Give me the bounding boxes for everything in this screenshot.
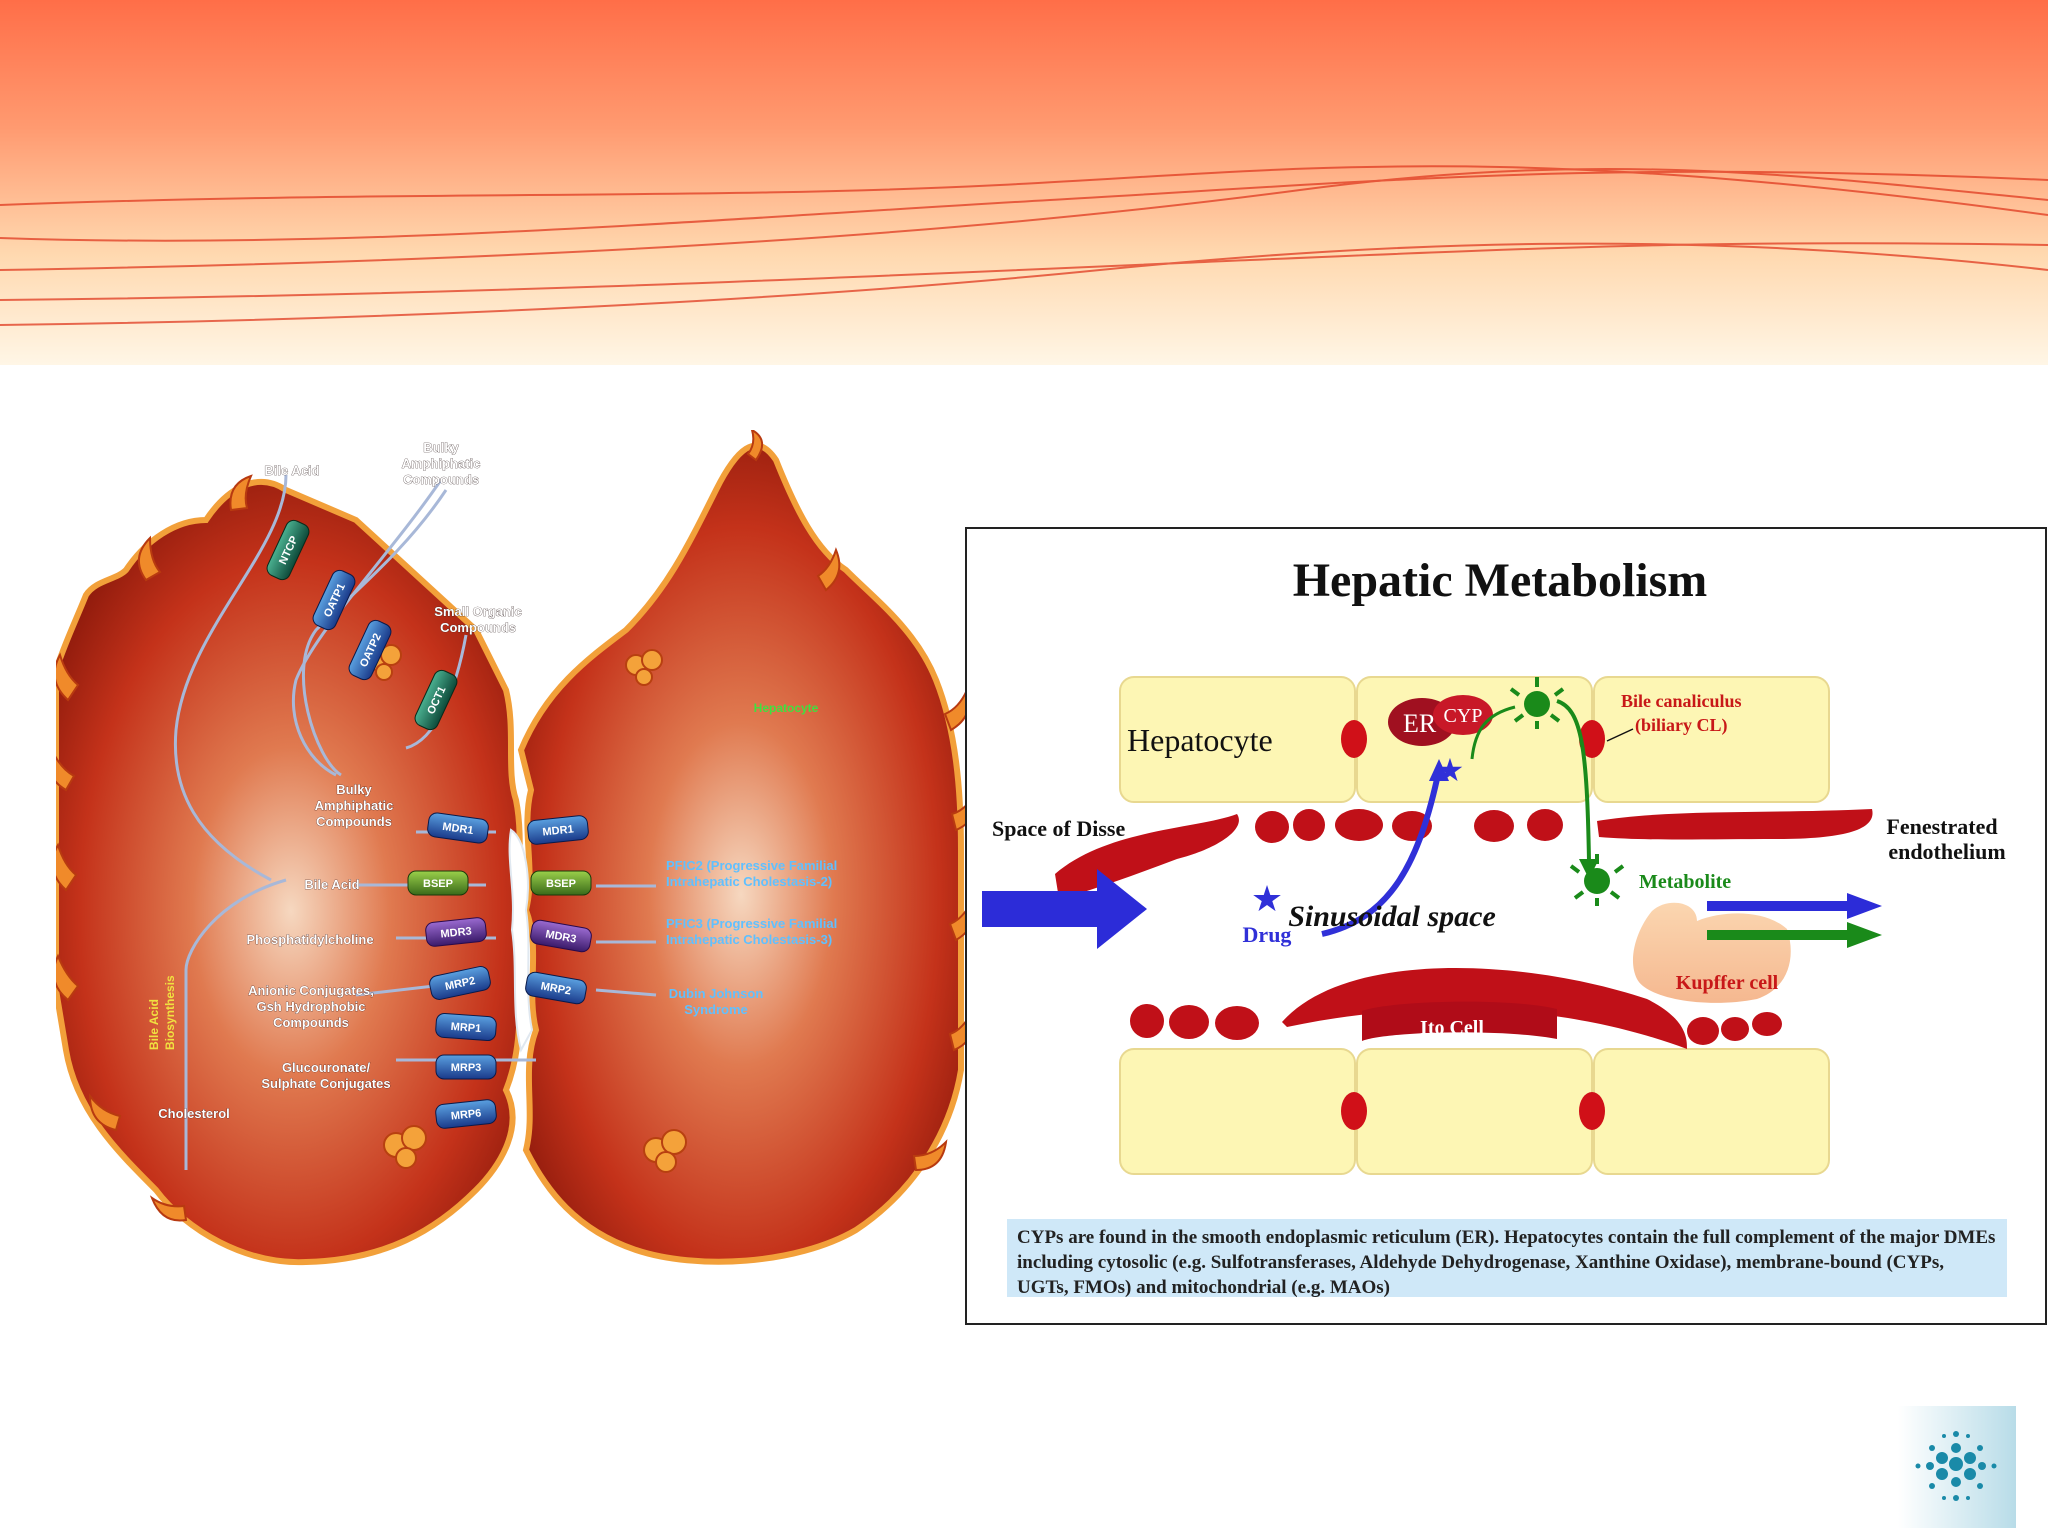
efflux-transporters-left: MDR1 BSEP MDR3 MRP2 MRP1 MRP3 MRP6 bbox=[407, 812, 497, 1129]
drug-uptake-arrow bbox=[1321, 778, 1440, 937]
uptake-transporters: NTCP OATP1 OATP2 OCT1 bbox=[266, 519, 458, 731]
cell-organelle-decorations bbox=[365, 644, 687, 1173]
panel-title: Hepatic Metabolism bbox=[1293, 554, 1708, 607]
transporter-mdr1-right: MDR1 bbox=[542, 823, 574, 838]
label-hepatocyte-cell: Hepatocyte bbox=[1127, 722, 1273, 758]
label-fenestrated: Fenestrated bbox=[1886, 814, 1997, 839]
transporter-mdr1-left: MDR1 bbox=[442, 821, 475, 837]
bile-transport-diagram: NTCP OATP1 OATP2 OCT1 MDR1 BSEP MDR3 MRP… bbox=[56, 430, 968, 1266]
label-cholesterol: Cholesterol bbox=[158, 1106, 230, 1121]
ito-cell bbox=[1362, 1001, 1557, 1041]
label-space-of-disse: Space of Disse bbox=[992, 816, 1125, 841]
label-phosphatidylcholine: Phosphatidylcholine bbox=[246, 932, 373, 947]
transporter-mdr3-left: MDR3 bbox=[440, 925, 472, 940]
cyp-label: CYP bbox=[1444, 705, 1483, 727]
upper-endothelium bbox=[1055, 809, 1873, 899]
banner-wave-lines bbox=[0, 165, 2048, 326]
label-input-bile-acid: Bile Acid bbox=[264, 463, 319, 478]
blood-flow-arrow-in bbox=[982, 869, 1147, 949]
metabolite-secretion-arrow bbox=[1556, 699, 1591, 862]
corner-logo bbox=[1898, 1406, 2016, 1528]
label-bile-canaliculus: Bile canaliculus bbox=[1621, 691, 1742, 711]
label-internal-bile-acid: Bile Acid bbox=[304, 877, 359, 892]
label-drug: Drug bbox=[1243, 922, 1292, 947]
label-biliary-cl: (biliary CL) bbox=[1635, 715, 1728, 736]
transporter-mrp6: MRP6 bbox=[450, 1107, 482, 1122]
transporter-bsep-right: BSEP bbox=[546, 878, 576, 890]
label-metabolite: Metabolite bbox=[1639, 871, 1731, 893]
kupffer-cell bbox=[1632, 902, 1791, 1003]
efflux-transporters-right: MDR1 BSEP MDR3 MRP2 bbox=[525, 815, 592, 1005]
transporter-mrp1: MRP1 bbox=[450, 1021, 481, 1035]
label-ito-cell: Ito Cell bbox=[1420, 1017, 1484, 1039]
transporter-mrp2-right: MRP2 bbox=[540, 980, 572, 997]
outflow-arrow-green bbox=[1707, 922, 1882, 948]
drug-star-inside-icon: ★ bbox=[1436, 751, 1465, 789]
label-endothelium: endothelium bbox=[1888, 839, 2005, 864]
cyp-to-metabolite-arrow bbox=[1470, 705, 1516, 760]
label-glucouronate: Glucouronate/Sulphate Conjugates bbox=[261, 1060, 390, 1091]
drug-star-icon: ★ bbox=[1251, 879, 1283, 920]
cyp-enzyme bbox=[1433, 695, 1493, 735]
er-label: ER bbox=[1403, 709, 1437, 738]
bile-canaliculi bbox=[1341, 720, 1605, 1130]
transporter-mrp3: MRP3 bbox=[451, 1062, 482, 1074]
bottom-hepatocytes bbox=[1119, 1048, 1830, 1175]
header-banner bbox=[0, 0, 2048, 365]
label-kupffer-cell: Kupffer cell bbox=[1676, 972, 1779, 994]
label-hepatocyte: Hepatocyte bbox=[754, 701, 819, 715]
cell-membrane-protrusions bbox=[56, 430, 968, 1222]
outflow-arrow-blue bbox=[1707, 893, 1882, 919]
hepatic-metabolism-diagram: Hepatic Metabolism ER CYP Hepatocyte Bil… bbox=[982, 554, 2006, 1175]
label-sinusoidal-space: Sinusoidal space bbox=[1288, 900, 1496, 933]
hepatic-metabolism-panel: Hepatic Metabolism ER CYP Hepatocyte Bil… bbox=[965, 527, 2047, 1325]
bile-canaliculus-lumen bbox=[508, 828, 534, 1053]
hepatocyte-right-cell bbox=[517, 442, 964, 1265]
caption-box: CYPs are found in the smooth endoplasmic… bbox=[1007, 1219, 2007, 1298]
logo-dots-icon bbox=[1915, 1431, 1997, 1501]
transporter-mdr3-right: MDR3 bbox=[544, 928, 577, 945]
canaliculus-pointer bbox=[1606, 728, 1634, 742]
caption-text: CYPs are found in the smooth endoplasmic… bbox=[1017, 1227, 1996, 1298]
metabolite-icons bbox=[1509, 677, 1625, 906]
transporter-bsep-left: BSEP bbox=[423, 878, 453, 890]
